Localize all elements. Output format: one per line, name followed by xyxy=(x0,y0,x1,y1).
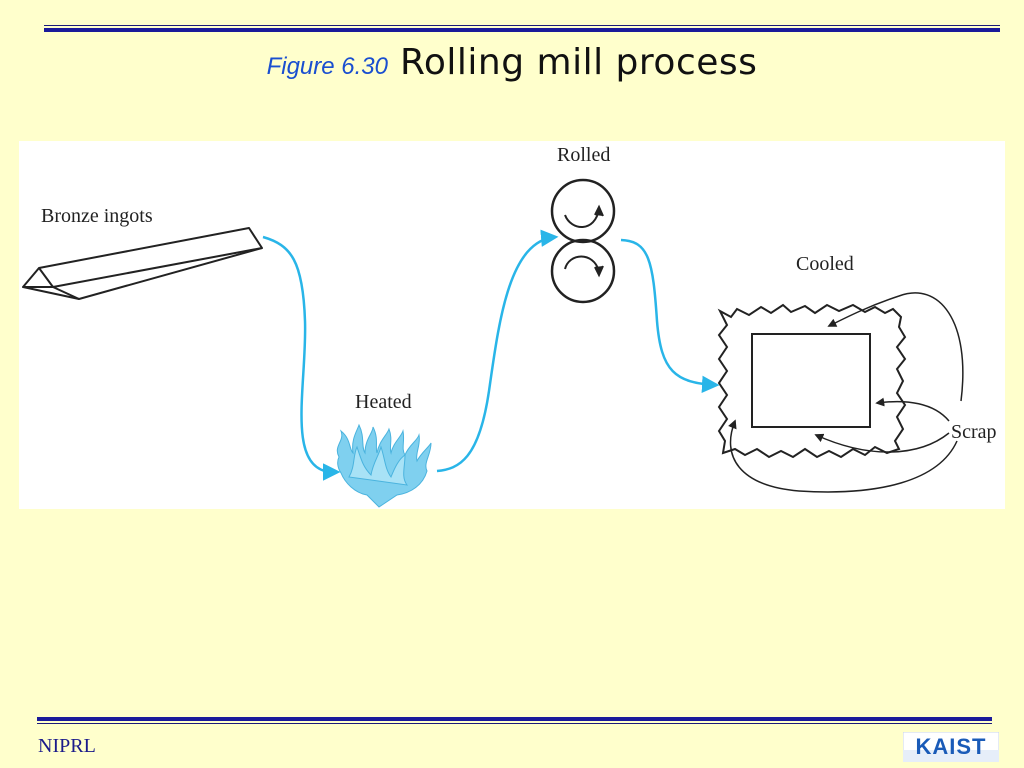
bottom-rule-thick xyxy=(37,717,992,721)
bronze-ingot-shape xyxy=(22,227,263,300)
figure-title: Rolling mill process xyxy=(400,42,758,83)
rolling-mill-diagram: Bronze ingots Heated Rolled Cooled Scrap xyxy=(19,141,1005,509)
top-rule-thick xyxy=(44,28,1000,32)
rolled-label: Rolled xyxy=(557,144,610,166)
flame-icon xyxy=(336,423,432,508)
kaist-logo-text: KAIST xyxy=(916,734,987,759)
footer-org-label: NIPRL xyxy=(38,735,96,757)
top-rule-thin xyxy=(44,25,1000,26)
scrap-label: Scrap xyxy=(951,421,997,443)
kaist-logo: KAIST xyxy=(902,731,1000,763)
process-flow-arrows xyxy=(262,229,720,481)
scrap-arrows xyxy=(728,292,964,493)
cooled-sheet-shape xyxy=(717,303,907,459)
figure-number: Figure 6.30 xyxy=(266,53,388,80)
roller-pair-icon xyxy=(550,178,616,304)
bronze-ingots-label: Bronze ingots xyxy=(41,205,153,227)
bottom-rule-thin xyxy=(37,723,992,724)
slide-title: Figure 6.30 Rolling mill process xyxy=(0,42,1024,83)
cooled-label: Cooled xyxy=(796,253,854,275)
heated-label: Heated xyxy=(355,391,412,413)
